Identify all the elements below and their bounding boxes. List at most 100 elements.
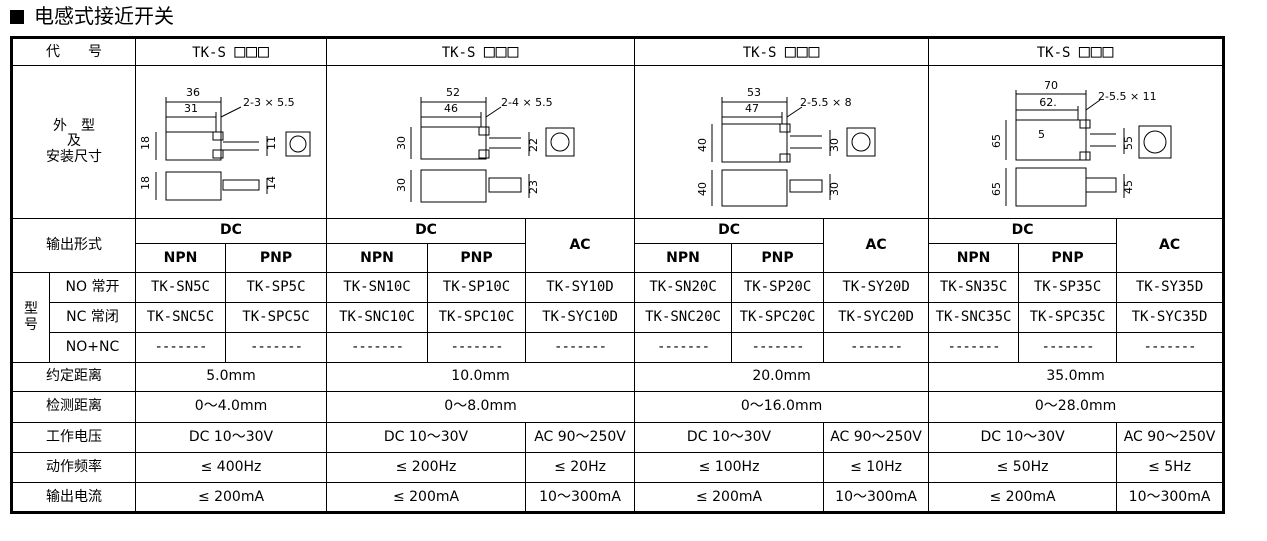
- freq-value: ≤ 200Hz: [326, 451, 527, 484]
- model-cell: -------: [525, 332, 636, 363]
- dim-height-top: 40: [696, 138, 709, 152]
- dim-right-bottom: 30: [828, 182, 841, 196]
- distance-value: 35.0mm: [928, 361, 1225, 393]
- model-cell: -------: [634, 332, 733, 363]
- current-row: 输出电流 ≤ 200mA ≤ 200mA 10～300mA ≤ 200mA 10…: [11, 482, 1225, 513]
- code-text: TK-S: [742, 45, 777, 62]
- square-bullet-icon: [10, 10, 24, 24]
- model-label-line2: 号: [24, 316, 38, 333]
- model-cell: -------: [1018, 332, 1118, 363]
- voltage-value: DC 10～30V: [928, 421, 1118, 454]
- g1-pnp-header: PNP: [224, 242, 328, 274]
- freq-ac-value: ≤ 20Hz: [525, 451, 636, 484]
- g3-dc-header: DC: [634, 217, 825, 245]
- dim-right-top: 22: [527, 138, 540, 152]
- code-text: TK-S: [1036, 45, 1071, 62]
- code-label: 代 号: [11, 36, 136, 67]
- freq-value: ≤ 100Hz: [634, 451, 825, 484]
- dim-height-bottom: 65: [990, 182, 1003, 196]
- dim-outer-width: 70: [1044, 79, 1058, 92]
- page-title-text: 电感式接近开关: [34, 4, 174, 28]
- g2-npn-header: NPN: [326, 242, 429, 274]
- code-text: TK-S: [441, 45, 476, 62]
- current-value: ≤ 200mA: [634, 482, 825, 513]
- model-cell: -------: [224, 332, 328, 363]
- frequency-row: 动作频率 ≤ 400Hz ≤ 200Hz ≤ 20Hz ≤ 100Hz ≤ 10…: [11, 451, 1225, 484]
- code-boxes: □□□: [1078, 41, 1115, 63]
- model-cell: TK-SY35D: [1116, 272, 1225, 303]
- model-nc-row: NC 常闭 TK-SNC5C TK-SPC5C TK-SNC10C TK-SPC…: [12, 301, 1225, 334]
- current-ac-value: 10～300mA: [525, 482, 636, 513]
- g3-npn-header: NPN: [634, 242, 733, 274]
- model-cell: TK-SN20C: [634, 272, 733, 303]
- dim-right-top: 55: [1122, 136, 1135, 150]
- g4-dc-header: DC: [928, 217, 1118, 245]
- g2-dc-header: DC: [326, 217, 527, 245]
- nc-label: NC 常闭: [49, 301, 136, 334]
- voltage-row: 工作电压 DC 10～30V DC 10～30V AC 90～250V DC 1…: [11, 421, 1225, 454]
- shape-label-line1: 外 型: [53, 117, 95, 134]
- model-label-line1: 型: [24, 301, 38, 318]
- g3-pnp-header: PNP: [731, 242, 825, 274]
- voltage-ac-value: AC 90～250V: [1116, 421, 1225, 454]
- freq-label: 动作频率: [11, 451, 136, 484]
- dim-inner-width: 62.: [1039, 96, 1057, 109]
- code-row: 代 号 TK-S □□□ TK-S □□□ TK-S □□□ TK-S □□□: [11, 36, 1225, 67]
- code-cell-4: TK-S □□□: [928, 36, 1225, 67]
- model-cell: -------: [135, 332, 226, 363]
- dim-outer-width: 36: [186, 86, 200, 99]
- model-nonc-row: NO+NC ------- ------- ------- ------- --…: [12, 332, 1225, 363]
- dim-right-bottom: 14: [265, 176, 278, 190]
- model-cell: TK-SP20C: [731, 272, 825, 303]
- drawing-cell-2: 52 46 2-4 × 5.5 30 30 22 23: [326, 65, 636, 219]
- drawing-cell-1: 36 31 2-3 × 5.5 18 18 11 14: [134, 65, 328, 219]
- model-cell: TK-SYC20D: [823, 301, 930, 334]
- g4-npn-header: NPN: [928, 242, 1020, 274]
- dim-center: 5: [1038, 128, 1045, 141]
- code-boxes: □□□: [784, 41, 821, 63]
- voltage-ac-value: AC 90～250V: [525, 421, 636, 454]
- dim-right-bottom: 23: [527, 180, 540, 194]
- voltage-value: DC 10～30V: [326, 421, 527, 454]
- model-cell: TK-SN5C: [135, 272, 226, 303]
- freq-ac-value: ≤ 10Hz: [823, 451, 930, 484]
- dim-outer-width: 52: [446, 86, 460, 99]
- detect-row: 检测距离 0～4.0mm 0～8.0mm 0～16.0mm 0～28.0mm: [11, 391, 1225, 423]
- g2-pnp-header: PNP: [427, 242, 527, 274]
- current-value: ≤ 200mA: [928, 482, 1118, 513]
- code-cell-2: TK-S □□□: [326, 36, 636, 67]
- detect-value: 0～28.0mm: [928, 391, 1225, 423]
- model-cell: TK-SY20D: [823, 272, 930, 303]
- dim-inner-width: 31: [184, 102, 198, 115]
- g4-pnp-header: PNP: [1018, 242, 1118, 274]
- drawing-row: 外 型 及 安装尺寸 36 31 2-: [11, 65, 1225, 219]
- current-label: 输出电流: [11, 482, 136, 513]
- model-cell: TK-SPC10C: [427, 301, 527, 334]
- distance-value: 20.0mm: [634, 361, 930, 393]
- model-cell: -------: [427, 332, 527, 363]
- dim-hole: 2-3 × 5.5: [243, 96, 295, 109]
- model-cell: TK-SNC35C: [928, 301, 1020, 334]
- current-ac-value: 10～300mA: [1116, 482, 1225, 513]
- detect-value: 0～4.0mm: [134, 391, 328, 423]
- dim-height-top: 65: [990, 134, 1003, 148]
- voltage-value: DC 10～30V: [634, 421, 825, 454]
- code-boxes: □□□: [483, 41, 520, 63]
- model-cell: -------: [928, 332, 1020, 363]
- model-cell: -------: [1116, 332, 1225, 363]
- shape-label-line2: 及: [67, 133, 81, 150]
- dim-hole: 2-4 × 5.5: [501, 96, 553, 109]
- dimension-drawing-1: 36 31 2-3 × 5.5 18 18 11 14: [141, 86, 311, 201]
- distance-row: 约定距离 5.0mm 10.0mm 20.0mm 35.0mm: [11, 361, 1225, 393]
- model-cell: TK-SN35C: [928, 272, 1020, 303]
- nonc-label: NO+NC: [49, 332, 136, 363]
- distance-value: 10.0mm: [326, 361, 636, 393]
- dim-hole: 2-5.5 × 11: [1098, 90, 1157, 103]
- model-label: 型 号: [11, 272, 50, 363]
- page-title: 电感式接近开关: [10, 3, 174, 29]
- shape-label: 外 型 及 安装尺寸: [11, 65, 136, 219]
- distance-label: 约定距离: [11, 361, 136, 393]
- model-cell: TK-SNC5C: [135, 301, 226, 334]
- code-boxes: □□□: [234, 41, 270, 63]
- dim-hole: 2-5.5 × 8: [800, 96, 852, 109]
